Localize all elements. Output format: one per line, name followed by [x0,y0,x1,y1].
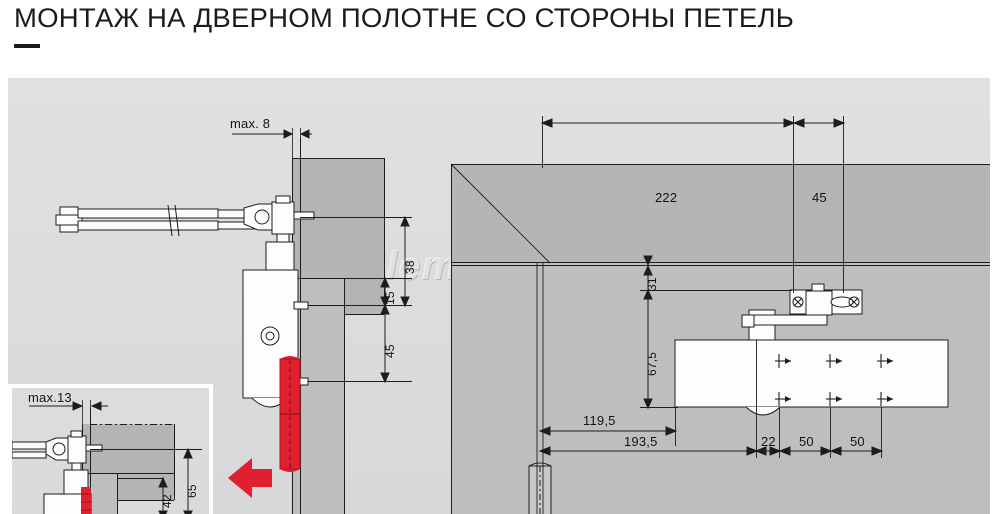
dim-label-50-a: 50 [799,434,814,449]
inset-closer-body [43,493,92,514]
inset-dim-label-42: 42 [160,494,174,508]
inset-linework [12,400,202,514]
dim-50-a [778,446,833,456]
dim-label-31: 31 [645,277,659,291]
page-header: МОНТАЖ НА ДВЕРНОМ ПОЛОТНЕ СО СТОРОНЫ ПЕТ… [0,0,996,78]
front-view-linework [450,116,996,514]
diagram-canvas: lemonadd.ru [0,78,996,514]
inset-detail-frame [8,384,213,514]
side-view-frame-rebate [344,278,384,314]
dim-38 [400,215,410,308]
stage-left-margin [0,78,8,514]
front-dim-ext-bottom [675,340,882,458]
dim-45-top [792,118,846,128]
inset-dim-42 [158,476,168,514]
dim-label-max8: max. 8 [230,116,271,131]
dim-50-b [829,446,884,456]
stage-right-margin [990,78,996,514]
red-arrow-and-plate [228,356,301,498]
inset-dim-label-65: 65 [185,484,199,498]
side-view-closer-body [242,269,299,408]
dim-label-675: 67,5 [645,351,659,376]
dim-max8 [232,128,312,158]
dim-label-1195: 119,5 [583,413,616,428]
dim-label-222: 222 [655,190,678,205]
inset-dim-max13 [29,400,108,424]
title-underline-rule [14,44,40,48]
dim-675 [643,264,653,410]
red-plate-shape [279,356,301,472]
front-view-fixing-markers [775,354,893,406]
dim-label-22: 22 [761,434,776,449]
front-dim-ext-vert [640,290,792,408]
inset-detail-panel: max.13 65 42 16 [12,388,209,514]
diagram-stage: lemonadd.ru [0,78,996,514]
inset-red-plate [81,487,91,514]
front-view-frame-header [451,164,996,263]
dim-1935 [538,446,759,456]
dim-22 [754,446,782,456]
front-view-closer-body [674,339,949,416]
front-dim-ext-top [542,116,844,293]
red-left-arrow [228,458,272,498]
dim-label-45-top: 45 [812,190,827,205]
side-view-arm [55,206,257,233]
page-title: МОНТАЖ НА ДВЕРНОМ ПОЛОТНЕ СО СТОРОНЫ ПЕТ… [14,3,795,33]
inset-dim-label-max13: max.13 [28,390,72,405]
dim-extension-lines-side [300,217,412,382]
inset-dim-65 [183,447,193,514]
dim-15 [380,276,390,308]
dim-label-1935: 193,5 [624,434,658,449]
dim-1195 [538,426,678,436]
front-view-arm-bracket [789,283,863,316]
dim-45 [380,303,390,384]
dim-222 [540,118,796,128]
dim-label-50-b: 50 [850,434,865,449]
